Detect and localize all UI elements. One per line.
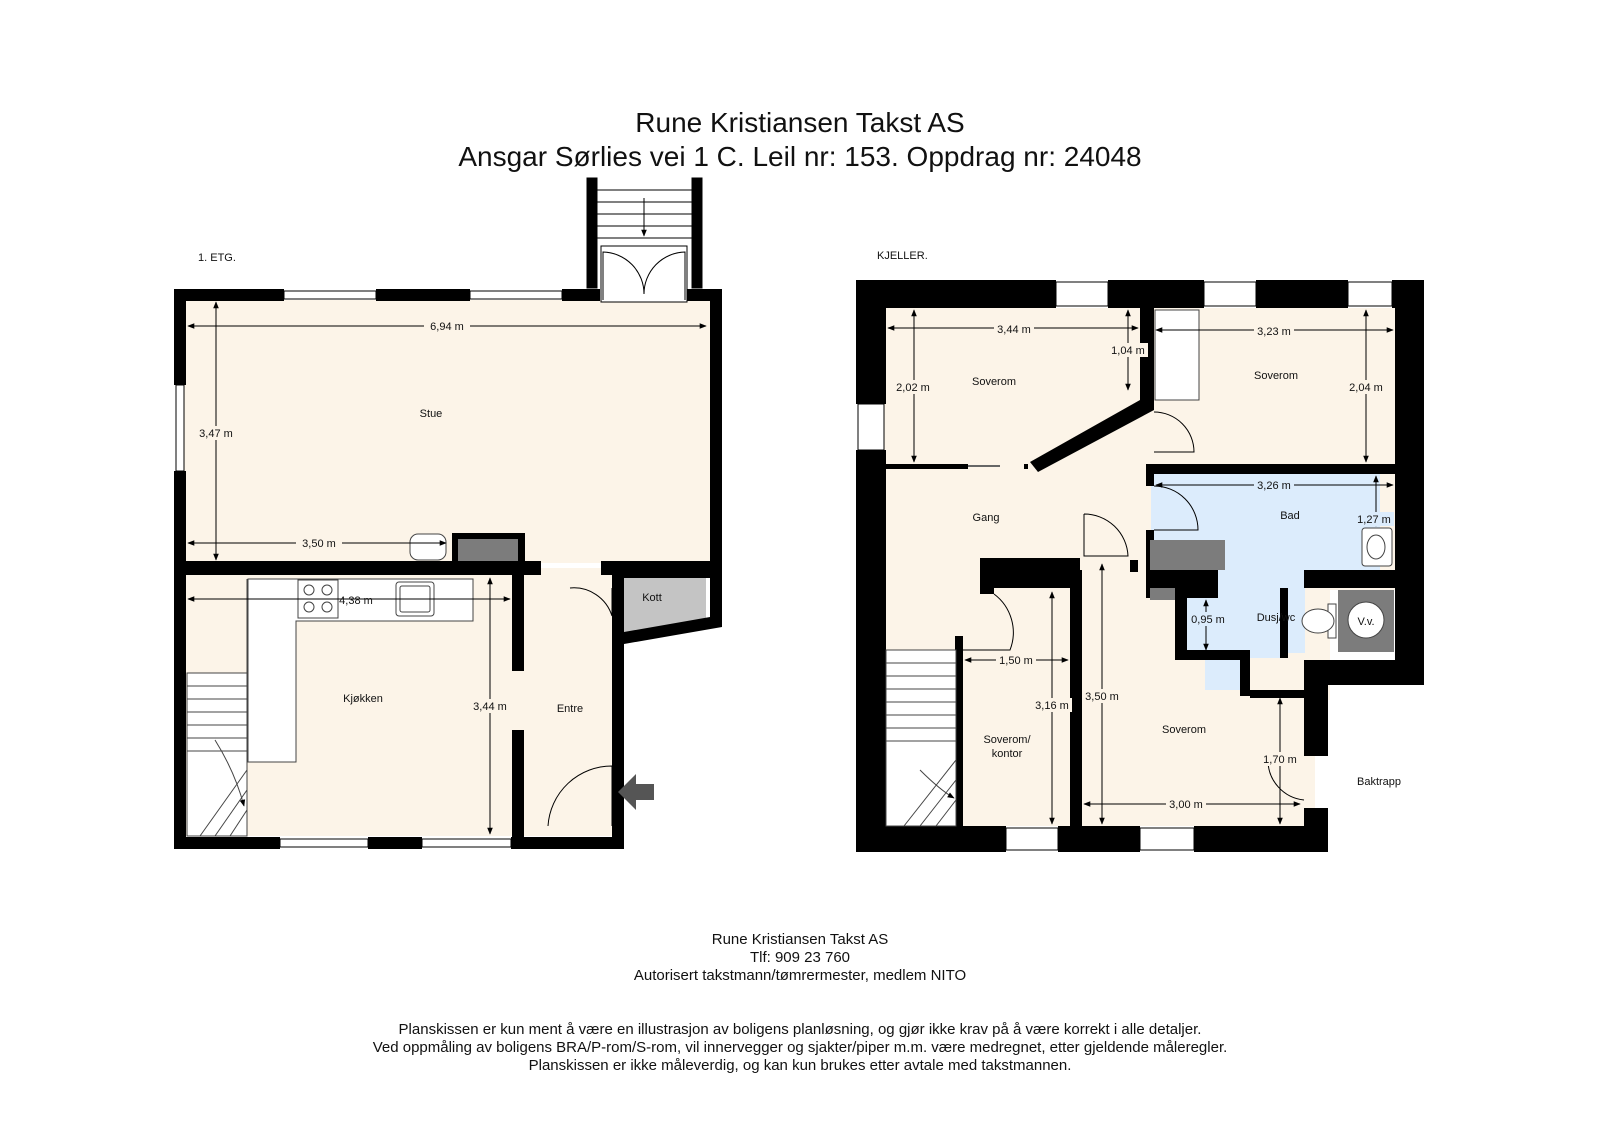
basement-shaft-2 [1150, 588, 1175, 600]
room-bad: Bad [1280, 510, 1300, 522]
header-company: Rune Kristiansen Takst AS [635, 107, 965, 138]
room-soverom-2: Soverom [1254, 370, 1298, 382]
toilet-icon [1301, 608, 1335, 634]
room-baktrapp: Baktrapp [1357, 776, 1401, 788]
dim-bad-width: 3,26 m [1257, 480, 1291, 492]
kitchen-stairs [186, 579, 248, 837]
floor-label-first: 1. ETG. [198, 252, 236, 264]
water-heater-icon [1347, 601, 1385, 639]
dim-kjokken-height: 3,44 m [473, 701, 507, 713]
dim-kjokken-width: 4,38 m [339, 595, 373, 607]
room-kontor-line-1: Soverom/ [983, 734, 1031, 746]
entrance-arrow-icon [618, 774, 654, 810]
room-soverom-3: Soverom [1162, 724, 1206, 736]
first-floor-windows [175, 290, 563, 848]
top-stairs [586, 177, 703, 303]
first-floor-walls [174, 289, 722, 849]
dim-dusj-height: 0,95 m [1191, 614, 1225, 626]
entrance-door [547, 587, 613, 827]
room-dusj: Dusj/wc [1257, 612, 1296, 624]
basement-windows [857, 281, 1393, 851]
basement-stairs [885, 649, 957, 827]
footer-phone: Tlf: 909 23 760 [749, 949, 851, 966]
footer-disclaimer-2: Ved oppmåling av boligens BRA/P-rom/S-ro… [372, 1039, 1228, 1056]
room-kott: Kott [642, 592, 662, 604]
sink-icon [1361, 527, 1393, 567]
first-floor-plan: 6,94 m 3,47 m 3,50 m 4,38 m 3,44 m Stue … [174, 177, 722, 849]
room-kontor-line-2: kontor [992, 748, 1023, 760]
footer-company: Rune Kristiansen Takst AS [711, 931, 889, 948]
closet [1154, 309, 1200, 401]
dim-s3-width: 3,00 m [1169, 799, 1203, 811]
floor-label-basement: KJELLER. [877, 250, 928, 262]
dim-kontor-height: 3,16 m [1035, 700, 1069, 712]
basement-shaft [1150, 540, 1225, 570]
dim-s3-height: 3,50 m [1085, 691, 1119, 703]
footer-cert: Autorisert takstmann/tømrermester, medle… [633, 967, 967, 984]
chimney-shaft [458, 539, 518, 563]
dim-s1-height-2: 1,04 m [1111, 345, 1145, 357]
dim-s2-width: 3,23 m [1257, 326, 1291, 338]
room-stue: Stue [420, 408, 443, 420]
room-soverom-1: Soverom [972, 376, 1016, 388]
dim-stue-width: 6,94 m [430, 321, 464, 333]
dim-kontor-width: 1,50 m [999, 655, 1033, 667]
footer-disclaimer-1: Planskissen er kun ment å være en illust… [398, 1021, 1202, 1038]
basement-plan: 3,44 m 2,02 m 1,04 m 3,23 m 2,04 m 3,26 … [856, 280, 1424, 852]
stove-icon [409, 533, 447, 561]
room-kjokken: Kjøkken [343, 693, 383, 705]
dim-bad-height: 1,27 m [1357, 514, 1391, 526]
dim-s1-width: 3,44 m [997, 324, 1031, 336]
footer-disclaimer-3: Planskissen er ikke måleverdig, og kan k… [528, 1057, 1072, 1074]
dim-stue-width-2: 3,50 m [302, 538, 336, 550]
entre-floor [524, 568, 616, 836]
room-vv: V.v. [1357, 616, 1374, 628]
header-address: Ansgar Sørlies vei 1 C. Leil nr: 153. Op… [458, 141, 1142, 172]
room-gang: Gang [973, 512, 1000, 524]
dim-stue-height: 3,47 m [199, 428, 233, 440]
stue-floor [181, 300, 710, 563]
dim-baktrapp-height: 1,70 m [1263, 754, 1297, 766]
room-entre: Entre [557, 703, 583, 715]
dim-s1-height: 2,02 m [896, 382, 930, 394]
dim-s2-height: 2,04 m [1349, 382, 1383, 394]
